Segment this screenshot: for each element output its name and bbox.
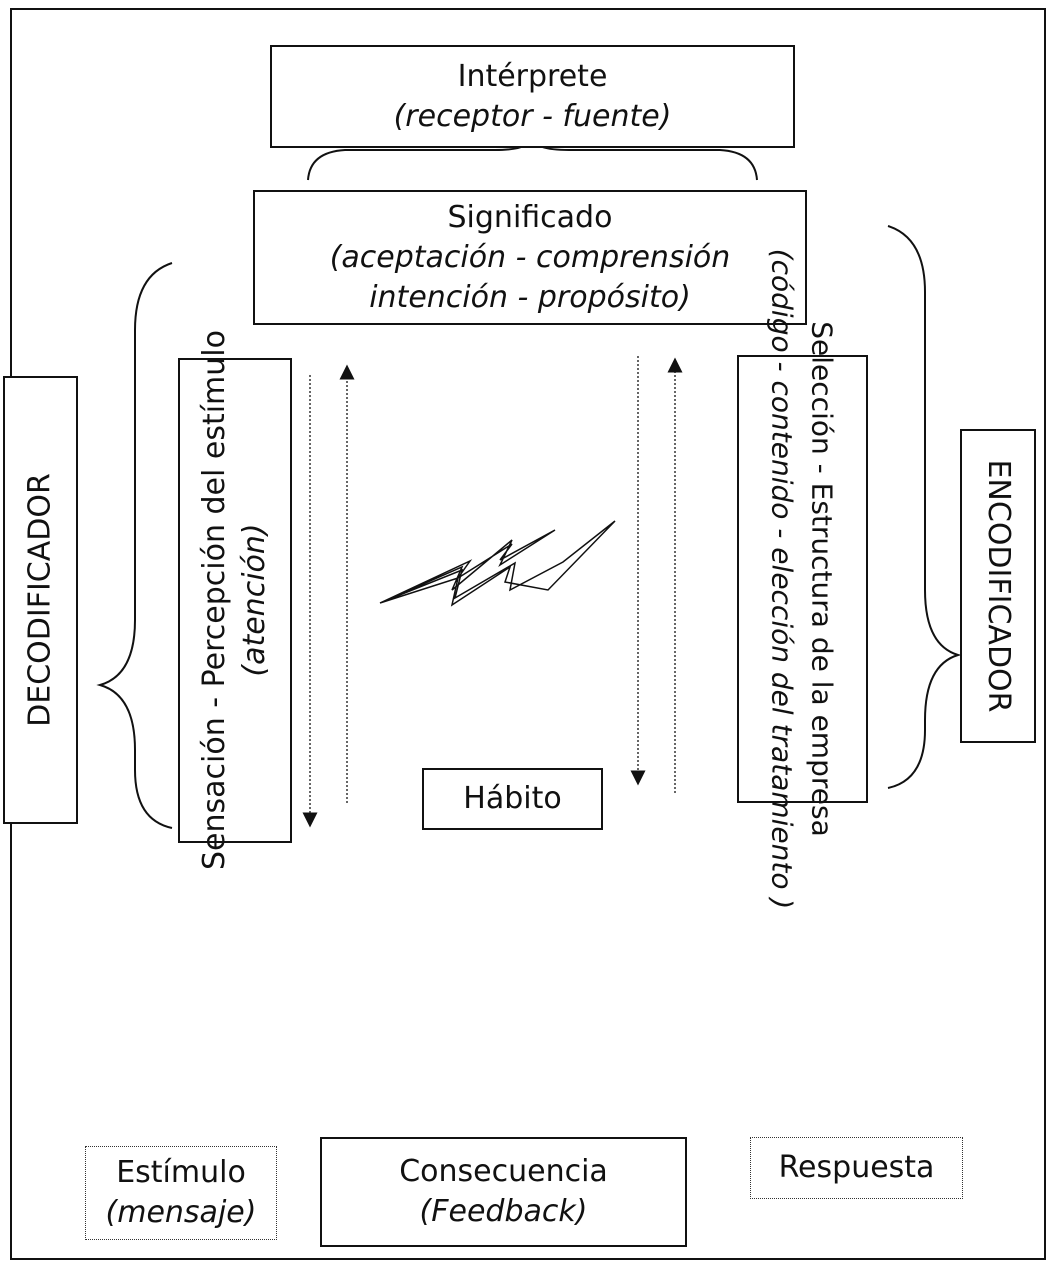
encodificador-box [960,429,1036,743]
sensacion-box [178,358,292,843]
habito-label: Hábito [463,781,562,816]
seleccion-box [737,355,868,803]
interprete-subtitle: (receptor - fuente) [393,98,672,134]
consecuencia-box: Consecuencia (Feedback) [320,1137,687,1247]
consecuencia-subtitle: (Feedback) [419,1194,588,1229]
decodificador-label-wrap: DECODIFICADOR [3,376,78,824]
estimulo-box: Estímulo (mensaje) [85,1146,277,1240]
significado-box: Significado (aceptación - comprensión in… [253,190,807,325]
sensacion-line2: (atención) [237,523,272,677]
seleccion-line1: Selección - Estructura de la empresa [806,321,839,837]
encodificador-label-wrap: ENCODIFICADOR [960,429,1036,743]
significado-line1: (aceptación - comprensión [329,239,731,275]
respuesta-box: Respuesta [750,1137,963,1199]
respuesta-label: Respuesta [778,1150,935,1185]
decodificador-box [3,376,78,824]
encodificador-label: ENCODIFICADOR [981,459,1016,713]
estimulo-title: Estímulo [116,1155,246,1190]
lightning-icon [379,520,616,607]
consecuencia-title: Consecuencia [399,1154,608,1189]
estimulo-subtitle: (mensaje) [105,1195,257,1230]
interprete-title: Intérprete [457,58,608,94]
significado-title: Significado [447,199,613,235]
decodificador-label: DECODIFICADOR [22,473,57,727]
seleccion-text-wrap: Selección - Estructura de la empresa (có… [737,249,868,910]
right-brace [887,225,962,789]
seleccion-line2: (código - contenido - elección del trata… [766,248,799,910]
sensacion-text-wrap: Sensación - Percepción del estímulo (ate… [178,330,292,870]
left-brace [96,262,173,829]
significado-line2: intención - propósito) [369,279,691,315]
sensacion-line1: Sensación - Percepción del estímulo [197,330,232,870]
habito-box: Hábito [422,768,603,830]
interprete-box: Intérprete (receptor - fuente) [270,45,795,148]
